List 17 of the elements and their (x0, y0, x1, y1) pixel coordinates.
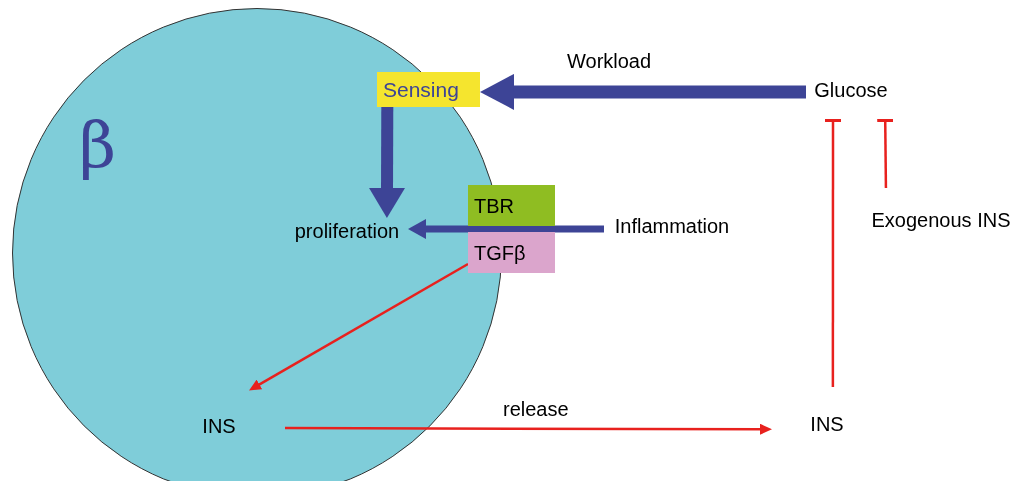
box-label: TGFβ (474, 242, 526, 263)
arrow (249, 262, 469, 391)
arrow (285, 423, 772, 435)
node-label: Glucose (814, 80, 888, 100)
node-label: Inflammation (614, 216, 730, 236)
box-label: TBR (474, 195, 514, 216)
box-label: Sensing (383, 79, 459, 100)
node-label: Exogenous INS (871, 210, 1011, 230)
node-label: proliferation (294, 221, 400, 241)
label-box (468, 232, 555, 273)
node-label: INS (202, 416, 236, 436)
label-box (468, 185, 555, 226)
inhibition-line (875, 118, 895, 188)
arrow (480, 73, 806, 110)
inhibition-line (823, 119, 843, 387)
node-label: INS (810, 414, 844, 434)
arrow (369, 106, 405, 218)
